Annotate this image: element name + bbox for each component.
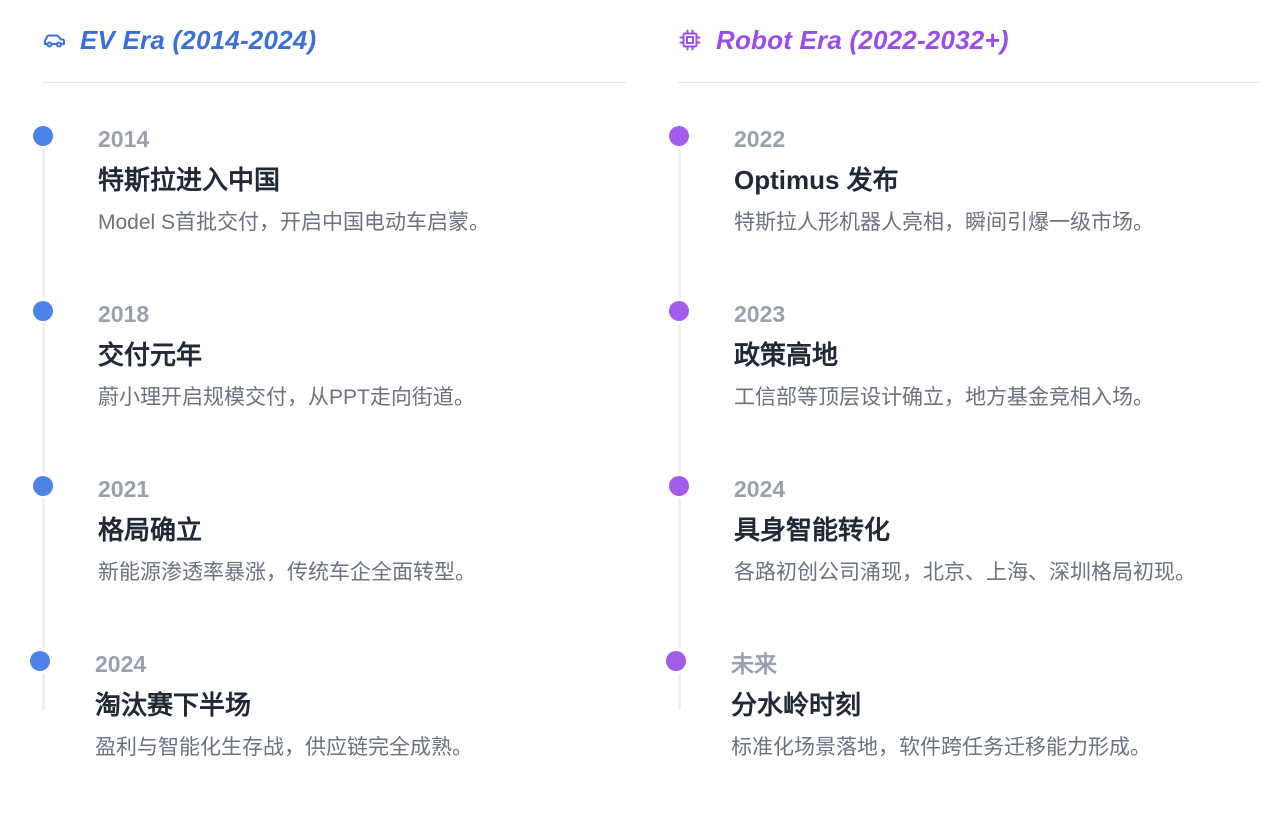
timeline-title: 政策高地 [734,340,839,370]
ev-era-column: EV Era (2014-2024) 2014 特斯拉进入中国 Model S首… [30,0,626,759]
timeline-title: 交付元年 [98,340,203,370]
timeline-dot [30,651,50,671]
timeline-item: 2024 具身智能转化 各路初创公司涌现，北京、上海、深圳格局初现。 [669,433,1261,584]
timeline-desc: 蔚小理开启规模交付，从PPT走向街道。 [98,386,475,409]
timeline-title: 淘汰赛下半场 [95,690,252,720]
timeline-title: Optimus 发布 [734,165,899,195]
robot-era-column: Robot Era (2022-2032+) 2022 Optimus 发布 特… [666,0,1261,759]
timeline-year: 2018 [98,301,150,327]
timeline-item: 未来 分水岭时刻 标准化场景落地，软件跨任务迁移能力形成。 [666,608,1258,759]
timeline-year: 2022 [734,126,786,152]
ev-era-header: EV Era (2014-2024) [42,0,626,83]
timeline-desc: 新能源渗透率暴涨，传统车企全面转型。 [98,561,476,584]
timeline-title: 具身智能转化 [734,515,891,545]
timeline-year: 2014 [98,126,150,152]
timeline-title: 格局确立 [98,515,203,545]
timeline-dot [33,301,53,321]
timeline-year: 未来 [731,651,777,677]
ev-timeline-line [42,135,45,710]
timeline-year: 2024 [95,651,147,677]
timeline-desc: 工信部等顶层设计确立，地方基金竞相入场。 [734,386,1154,409]
timeline-desc: Model S首批交付，开启中国电动车启蒙。 [98,211,491,234]
timeline-desc: 各路初创公司涌现，北京、上海、深圳格局初现。 [734,561,1196,584]
timeline-year: 2024 [734,476,786,502]
ev-era-title: EV Era (2014-2024) [80,24,317,55]
timeline-dot [669,126,689,146]
timeline-item: 2022 Optimus 发布 特斯拉人形机器人亮相，瞬间引爆一级市场。 [669,83,1261,234]
timeline-dot [33,126,53,146]
ev-timeline: 2014 特斯拉进入中国 Model S首批交付，开启中国电动车启蒙。 2018… [30,83,626,803]
timeline-title: 特斯拉进入中国 [98,165,281,195]
timeline-item: 2014 特斯拉进入中国 Model S首批交付，开启中国电动车启蒙。 [33,83,626,234]
timeline-dot [669,476,689,496]
robot-era-header: Robot Era (2022-2032+) [678,0,1261,83]
timeline-dot [669,301,689,321]
timeline-desc: 标准化场景落地，软件跨任务迁移能力形成。 [731,736,1151,759]
timeline-item: 2024 淘汰赛下半场 盈利与智能化生存战，供应链完全成熟。 [30,608,623,759]
timeline-dot [666,651,686,671]
robot-era-title: Robot Era (2022-2032+) [716,24,1009,55]
timeline-title: 分水岭时刻 [731,690,862,720]
robot-timeline-line [678,135,681,710]
cpu-chip-icon [678,28,702,52]
timeline-year: 2023 [734,301,786,327]
robot-timeline: 2022 Optimus 发布 特斯拉人形机器人亮相，瞬间引爆一级市场。 202… [666,83,1261,803]
timeline-item: 2023 政策高地 工信部等顶层设计确立，地方基金竞相入场。 [669,258,1261,409]
timeline-dot [33,476,53,496]
timeline-item: 2018 交付元年 蔚小理开启规模交付，从PPT走向街道。 [33,258,626,409]
timeline-year: 2021 [98,476,150,502]
timeline-desc: 特斯拉人形机器人亮相，瞬间引爆一级市场。 [734,211,1154,234]
timeline-desc: 盈利与智能化生存战，供应链完全成熟。 [95,736,473,759]
car-icon [42,28,66,52]
timeline-item: 2021 格局确立 新能源渗透率暴涨，传统车企全面转型。 [33,433,626,584]
